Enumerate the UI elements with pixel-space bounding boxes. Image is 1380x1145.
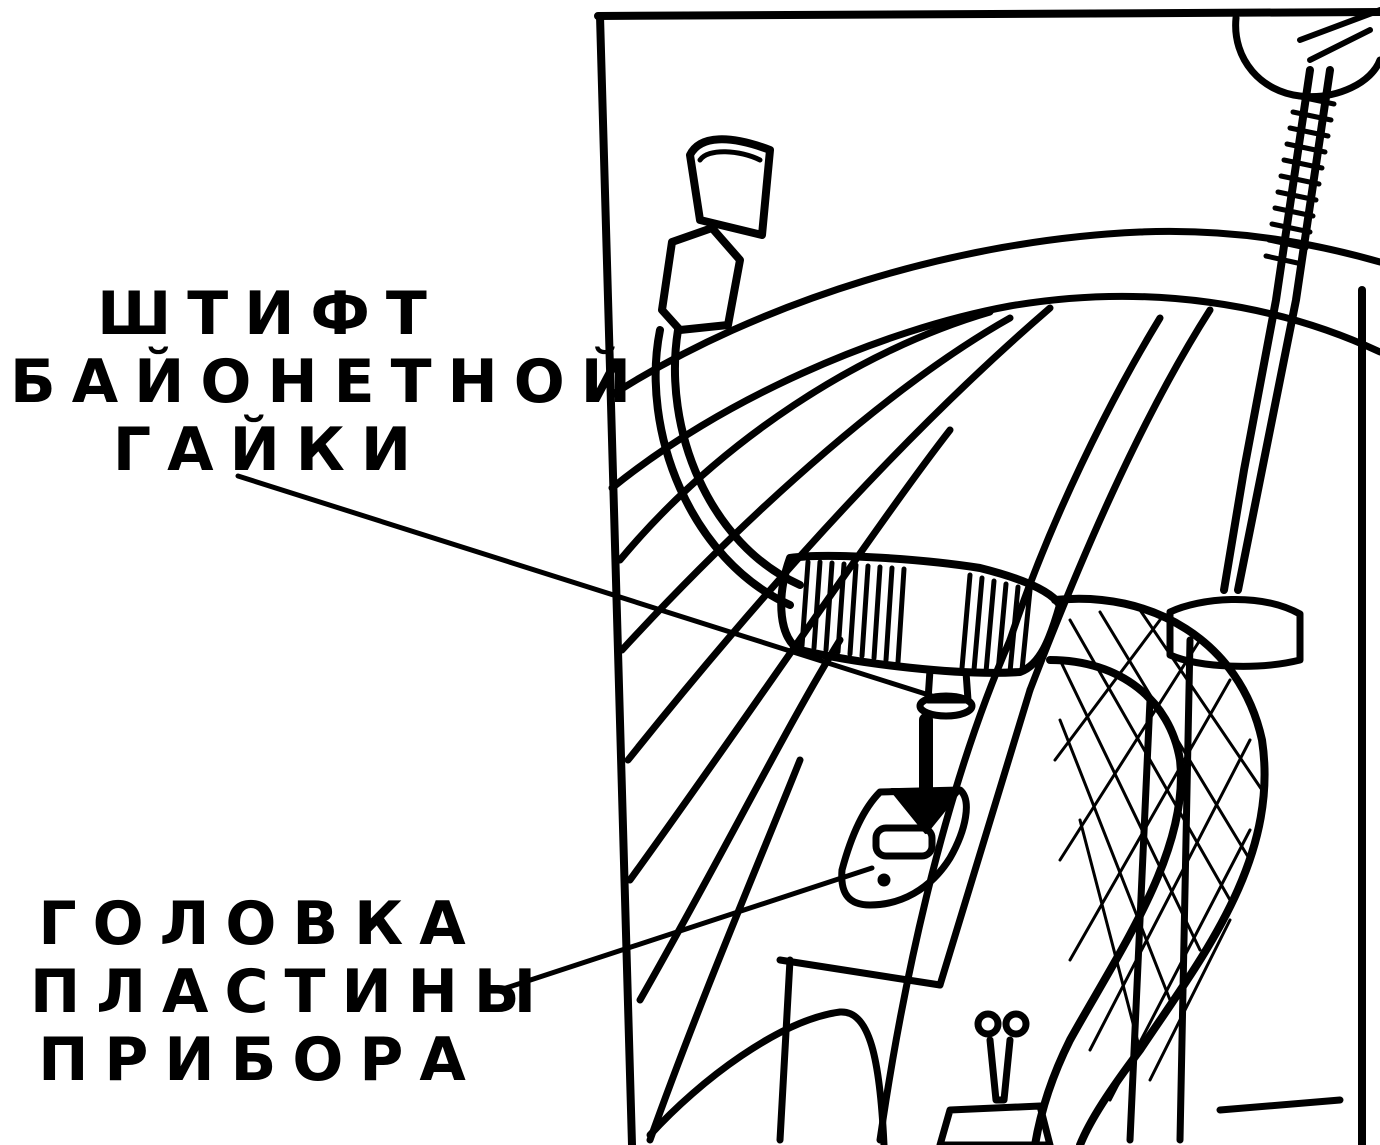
label-line: БАЙОНЕТНОЙ [10,347,647,417]
label-line: ГАЙКИ [112,415,428,485]
hull-ribs [608,227,1380,1144]
leader-line-pin [235,473,935,699]
braided-harness [1031,594,1269,1145]
leader-line-plate [497,865,875,993]
label-line: ПЛАСТИНЫ [30,957,553,1027]
label-line: ГОЛОВКА [38,889,482,959]
label-line: ШТИФТ [97,279,443,349]
label-plate-head: ГОЛОВКА ПЛАСТИНЫ ПРИБОРА [30,889,553,1095]
cable-clamp [1166,596,1304,670]
lower-fittings [646,1008,1054,1145]
label-bayonet-pin: ШТИФТ БАЙОНЕТНОЙ ГАЙКИ [10,279,647,485]
right-cable [1220,7,1380,594]
connector [777,551,1064,720]
plate-head [838,786,970,909]
lanyard-cable [651,135,804,609]
panel-frame [594,8,1380,1145]
label-line: ПРИБОРА [38,1025,482,1095]
